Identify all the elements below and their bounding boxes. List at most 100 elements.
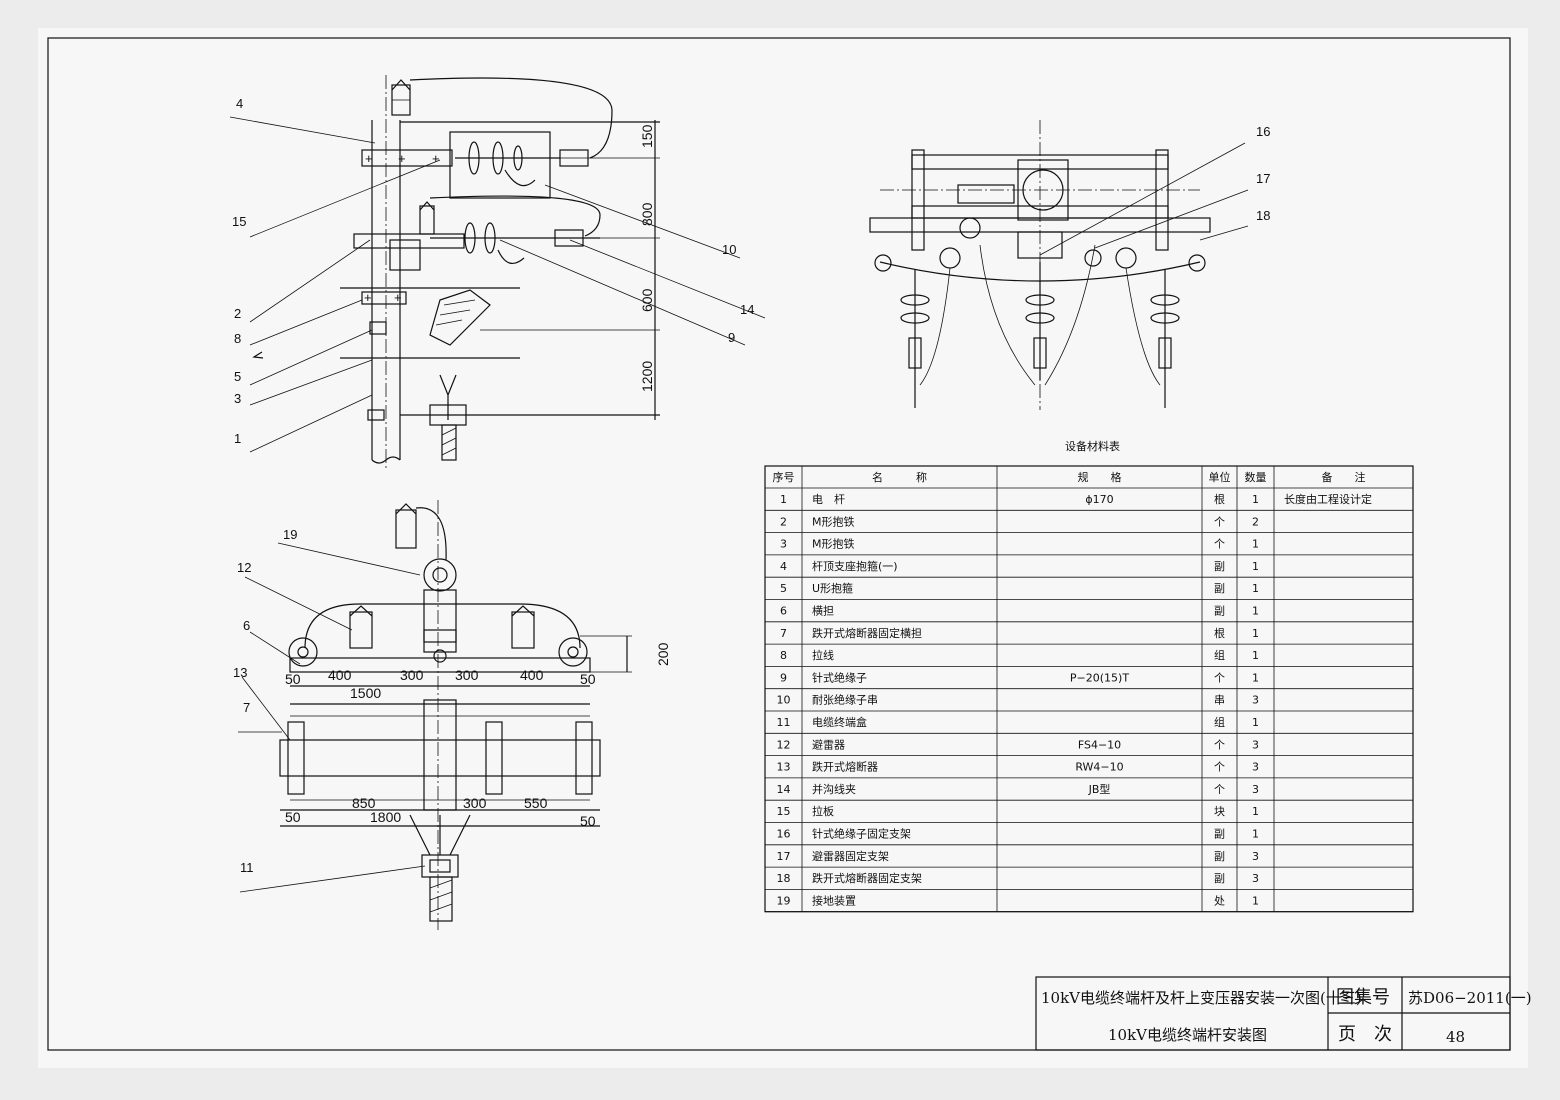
table-cell: 避雷器 bbox=[812, 737, 845, 751]
callout-17: 17 bbox=[1256, 171, 1270, 186]
table-cell: 个 bbox=[1214, 538, 1225, 551]
table-cell: 1 bbox=[780, 493, 787, 506]
table-cell: U形抱箍 bbox=[812, 581, 853, 595]
table-cell: 1 bbox=[1252, 716, 1259, 729]
table-cell: RW4−10 bbox=[1075, 761, 1123, 774]
table-header-cell: 备 注 bbox=[1322, 470, 1366, 484]
table-cell: 拉板 bbox=[812, 804, 834, 818]
dim-plan-400a: 400 bbox=[328, 667, 352, 683]
dim-side-800: 800 bbox=[639, 202, 655, 226]
table-cell: 副 bbox=[1214, 605, 1225, 618]
table-cell: 1 bbox=[1252, 671, 1259, 684]
callout-8: 8 bbox=[234, 331, 241, 346]
table-cell: 副 bbox=[1214, 828, 1225, 841]
table-cell: 3 bbox=[1252, 783, 1259, 796]
table-cell: 串 bbox=[1214, 694, 1225, 707]
table-cell: 19 bbox=[777, 894, 791, 907]
table-cell: 3 bbox=[1252, 694, 1259, 707]
table-cell: 8 bbox=[780, 649, 787, 662]
table-cell: 1 bbox=[1252, 894, 1259, 907]
table-cell: M形抱铁 bbox=[812, 514, 855, 528]
dim-plan-50b: 50 bbox=[580, 671, 596, 687]
table-cell: 副 bbox=[1214, 560, 1225, 573]
dim-side-150: 150 bbox=[639, 124, 655, 148]
title-line-2: 10kV电缆终端杆安装图 bbox=[1108, 1026, 1267, 1044]
dim-plan-300b: 300 bbox=[455, 667, 479, 683]
table-cell: 14 bbox=[777, 783, 791, 796]
dim-plan-bottom-1800: 1800 bbox=[370, 809, 401, 825]
table-cell: 长度由工程设计定 bbox=[1284, 492, 1372, 506]
table-cell: 电 杆 bbox=[812, 492, 845, 506]
table-cell: 副 bbox=[1214, 872, 1225, 885]
table-cell: 跌开式熔断器固定支架 bbox=[812, 871, 922, 885]
callout-13: 13 bbox=[233, 665, 247, 680]
svg-text:+: + bbox=[398, 151, 406, 166]
dim-plan-bottom-300: 300 bbox=[463, 795, 487, 811]
table-header-cell: 单位 bbox=[1209, 470, 1231, 484]
table-cell: 个 bbox=[1214, 738, 1225, 751]
table-cell: 10 bbox=[777, 694, 791, 707]
table-cell: 杆顶支座抱箍(一) bbox=[812, 559, 898, 573]
table-cell: 9 bbox=[780, 671, 787, 684]
callout-16: 16 bbox=[1256, 124, 1270, 139]
svg-text:+: + bbox=[394, 290, 402, 305]
table-cell: 处 bbox=[1214, 894, 1225, 907]
title-block: 10kV电缆终端杆及杆上变压器安装一次图(十三) 10kV电缆终端杆安装图 图集… bbox=[1035, 976, 1532, 1051]
table-cell: 4 bbox=[780, 560, 787, 573]
table-header-cell: 数量 bbox=[1245, 471, 1267, 484]
dim-plan-50a: 50 bbox=[285, 671, 301, 687]
table-cell: 副 bbox=[1214, 582, 1225, 595]
table-cell: 跌开式熔断器固定横担 bbox=[812, 626, 922, 640]
callout-11: 11 bbox=[240, 860, 254, 875]
table-cell: 6 bbox=[780, 605, 787, 618]
table-cell: 耐张绝缘子串 bbox=[812, 693, 878, 707]
table-cell: M形抱铁 bbox=[812, 537, 855, 551]
table-cell: 块 bbox=[1214, 805, 1225, 818]
table-cell: 并沟线夹 bbox=[812, 782, 856, 796]
dim-plan-300a: 300 bbox=[400, 667, 424, 683]
callout-4: 4 bbox=[236, 96, 243, 111]
callout-14: 14 bbox=[740, 302, 754, 317]
callout-19: 19 bbox=[283, 527, 297, 542]
dim-side-600: 600 bbox=[639, 288, 655, 312]
table-cell: 3 bbox=[780, 538, 787, 551]
callout-5: 5 bbox=[234, 369, 241, 384]
materials-table-title: 设备材料表 bbox=[1065, 439, 1120, 453]
svg-text:+: + bbox=[365, 151, 373, 166]
dim-plan-400b: 400 bbox=[520, 667, 544, 683]
table-cell: 13 bbox=[777, 761, 791, 774]
table-cell: 跌开式熔断器 bbox=[812, 760, 878, 774]
table-cell: 个 bbox=[1214, 671, 1225, 684]
dim-plan-bottom-50a: 50 bbox=[285, 809, 301, 825]
table-cell: 拉线 bbox=[812, 648, 834, 662]
table-cell: 避雷器固定支架 bbox=[812, 849, 889, 863]
plan-view: 200 50 400 300 300 400 50 1500 50 850 30… bbox=[233, 500, 671, 930]
table-cell: 15 bbox=[777, 805, 791, 818]
table-cell: 组 bbox=[1214, 648, 1225, 662]
table-cell: 根 bbox=[1214, 492, 1225, 506]
table-cell: JB型 bbox=[1088, 782, 1111, 796]
table-header-cell: 规 格 bbox=[1078, 470, 1122, 484]
table-cell: 1 bbox=[1252, 560, 1259, 573]
callout-10: 10 bbox=[722, 242, 736, 257]
table-cell: 18 bbox=[777, 872, 791, 885]
callout-3: 3 bbox=[234, 391, 241, 406]
svg-text:+: + bbox=[364, 290, 372, 305]
table-cell: 1 bbox=[1252, 493, 1259, 506]
table-cell: 1 bbox=[1252, 805, 1259, 818]
side-elevation-view: +++ ++ bbox=[229, 75, 766, 470]
table-cell: 3 bbox=[1252, 761, 1259, 774]
callout-6: 6 bbox=[243, 618, 250, 633]
table-cell: 16 bbox=[777, 828, 791, 841]
callout-7: 7 bbox=[243, 700, 250, 715]
atlas-number-label: 图集号 bbox=[1336, 987, 1390, 1008]
table-cell: 3 bbox=[1252, 872, 1259, 885]
table-cell: 1 bbox=[1252, 649, 1259, 662]
atlas-number-value: 苏D06−2011(一) bbox=[1408, 989, 1532, 1007]
table-cell: 电缆终端盒 bbox=[812, 715, 867, 729]
table-cell: 17 bbox=[777, 850, 791, 863]
dim-plan-bottom-850: 850 bbox=[352, 795, 376, 811]
dim-plan-1500: 1500 bbox=[350, 685, 381, 701]
table-cell: 5 bbox=[780, 582, 787, 595]
